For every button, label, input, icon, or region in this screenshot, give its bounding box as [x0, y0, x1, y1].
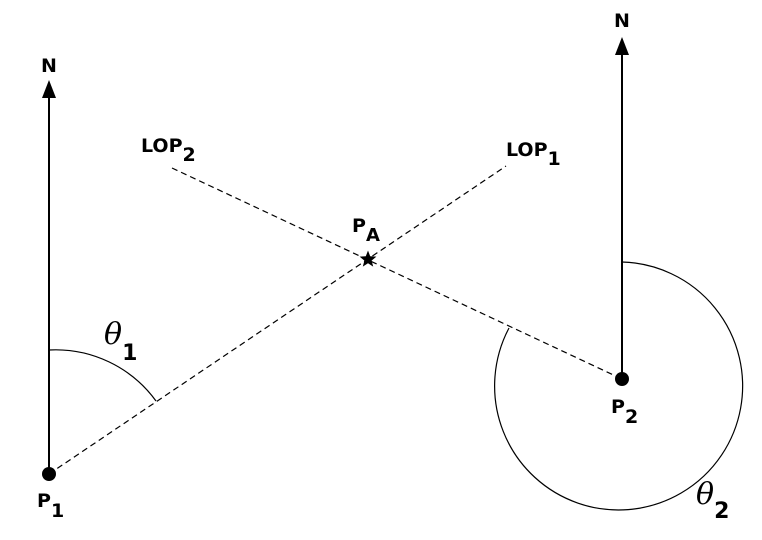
theta2-arc: [494, 261, 744, 511]
lop1-label: LOP1: [506, 139, 561, 170]
lop1-line: [48, 165, 507, 475]
point-p2: [615, 372, 629, 386]
north-label-right: N: [614, 10, 630, 32]
p2-label: P2: [611, 396, 638, 428]
pa-label: PA: [352, 215, 380, 246]
north-label-left: N: [41, 55, 57, 77]
theta1-label: θ1: [104, 317, 137, 366]
north-arrowhead-p1: [42, 80, 56, 98]
pa-star-icon: [359, 250, 377, 267]
p1-label: P1: [37, 490, 64, 522]
north-arrowhead-p2: [615, 37, 629, 55]
point-p1: [42, 467, 56, 481]
theta2-label: θ2: [696, 477, 729, 524]
theta1-arc: [48, 349, 157, 402]
lop2-label: LOP2: [141, 135, 196, 166]
lop2-line: [171, 167, 623, 380]
